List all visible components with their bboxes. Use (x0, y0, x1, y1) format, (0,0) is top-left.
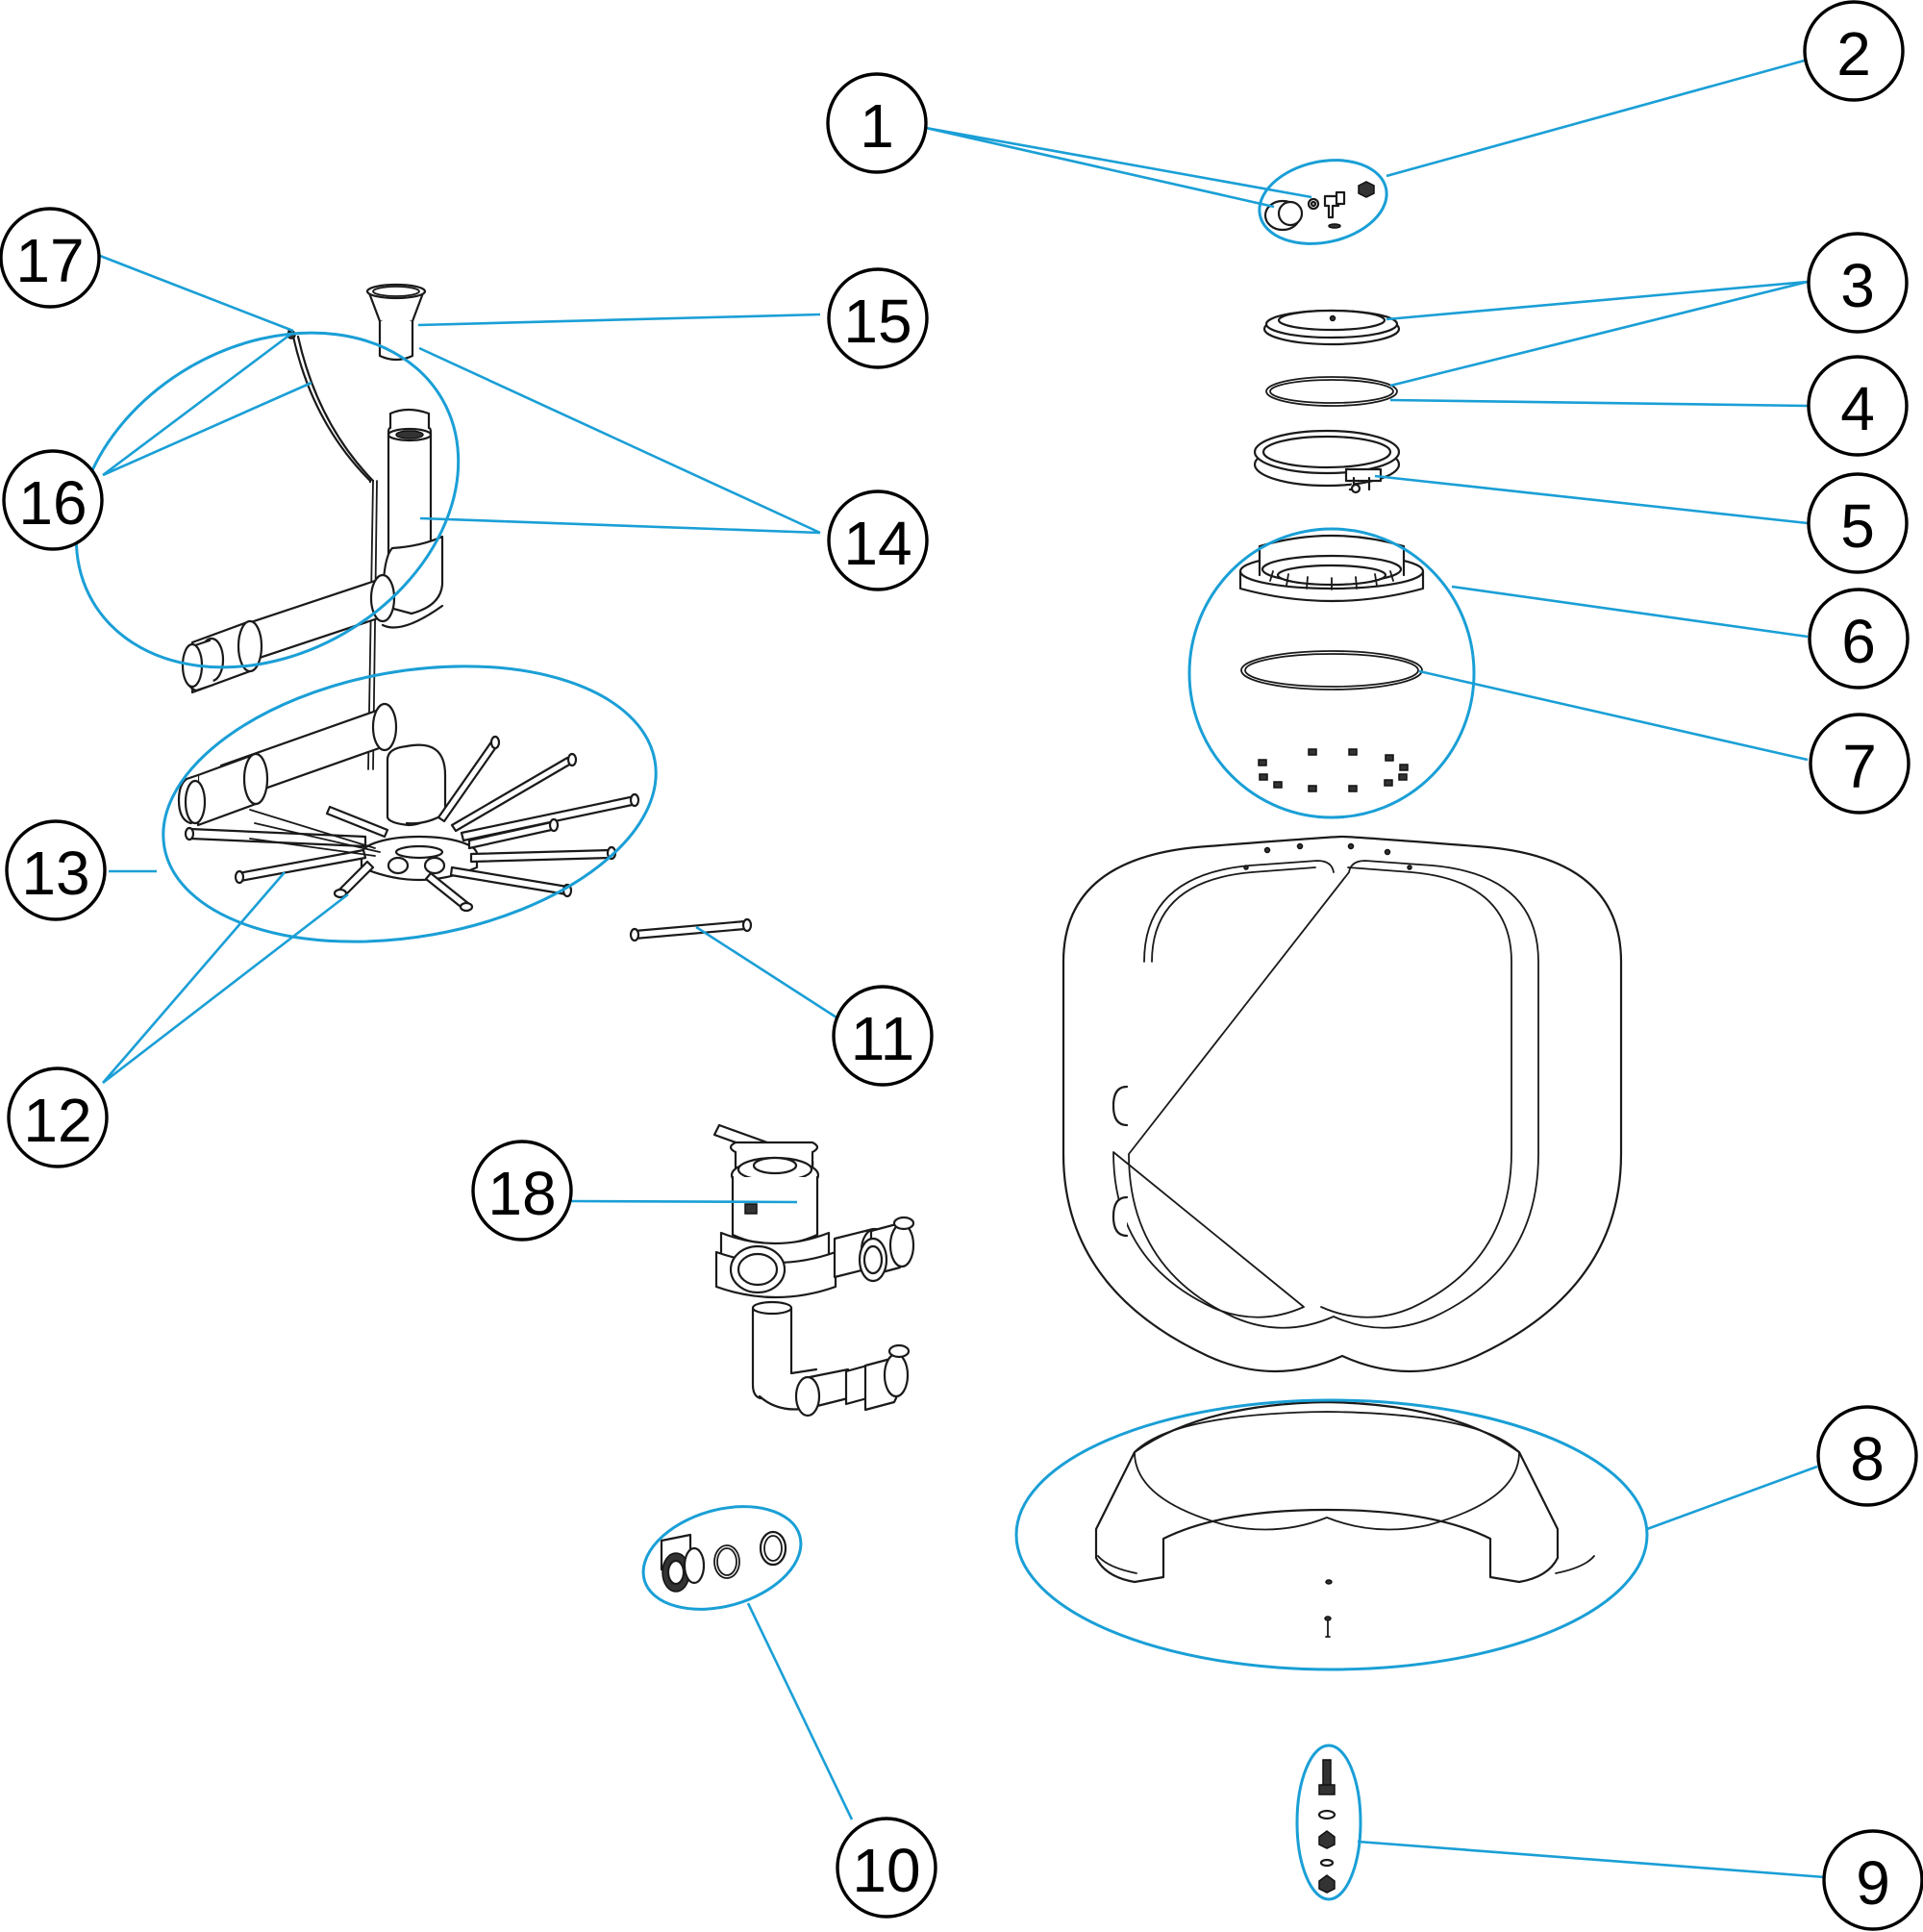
callout-15: 15 (827, 267, 929, 369)
group-ring-base (1014, 1398, 1649, 1671)
callout-5: 5 (1807, 472, 1909, 574)
part-top-cover (1262, 309, 1401, 346)
callout-1: 1 (826, 72, 928, 174)
part-neck-nuts (1258, 748, 1409, 792)
part-filter-tank (1061, 835, 1623, 1373)
group-ring-lower (162, 665, 658, 943)
callout-17-label: 17 (15, 226, 84, 295)
callout-2: 2 (1803, 0, 1905, 102)
callout-13: 13 (5, 819, 107, 921)
callout-15-label: 15 (843, 287, 912, 356)
part-union-fitting (660, 1530, 787, 1593)
group-ring-drain (1295, 1744, 1362, 1901)
part-lower-collector-hub (177, 702, 640, 913)
callout-11: 11 (832, 985, 934, 1087)
callout-7-label: 7 (1842, 732, 1877, 801)
callout-12-label: 12 (23, 1086, 91, 1155)
callout-14: 14 (827, 489, 929, 591)
callout-10-label: 10 (852, 1836, 920, 1905)
callout-14-label: 14 (843, 509, 912, 578)
callout-13-label: 13 (21, 839, 89, 908)
callout-12: 12 (7, 1066, 109, 1168)
group-ring-gauge (1258, 159, 1388, 245)
callout-6-label: 6 (1841, 607, 1876, 676)
callout-16-label: 16 (18, 468, 87, 538)
callout-6: 6 (1808, 588, 1910, 690)
callout-10: 10 (836, 1817, 937, 1919)
callout-3-label: 3 (1840, 251, 1875, 320)
part-neck-gasket (1240, 650, 1423, 690)
callout-16: 16 (2, 449, 104, 551)
part-drain-plug (1317, 1759, 1336, 1894)
part-tank-base (1094, 1400, 1595, 1638)
group-ring-upper (74, 331, 461, 669)
callout-18: 18 (471, 1140, 573, 1242)
part-lateral-tube (629, 917, 753, 942)
callout-3: 3 (1807, 232, 1909, 334)
callout-1-label: 1 (860, 91, 894, 161)
callout-9-label: 9 (1856, 1848, 1890, 1918)
leader-lines (99, 58, 1826, 1879)
callout-9: 9 (1822, 1829, 1923, 1931)
callout-11-label: 11 (851, 1004, 914, 1073)
callout-8: 8 (1816, 1405, 1918, 1507)
callout-2-label: 2 (1836, 19, 1871, 88)
callout-4: 4 (1807, 355, 1909, 457)
group-ring-union (641, 1505, 803, 1611)
part-gauge-vent-assembly (1263, 181, 1375, 232)
group-ring-neck (1187, 527, 1476, 819)
part-cover-o-ring (1265, 376, 1398, 407)
callout-5-label: 5 (1840, 491, 1875, 561)
part-multiport-valve (712, 1123, 915, 1418)
part-filter-neck (1238, 534, 1425, 603)
callout-17: 17 (0, 207, 101, 309)
callout-4-label: 4 (1840, 374, 1875, 443)
callout-8-label: 8 (1850, 1424, 1885, 1493)
part-upper-collector-assembly (181, 283, 444, 770)
part-clamp-ring (1253, 429, 1401, 494)
callout-18-label: 18 (487, 1159, 556, 1228)
callout-7: 7 (1809, 713, 1911, 815)
